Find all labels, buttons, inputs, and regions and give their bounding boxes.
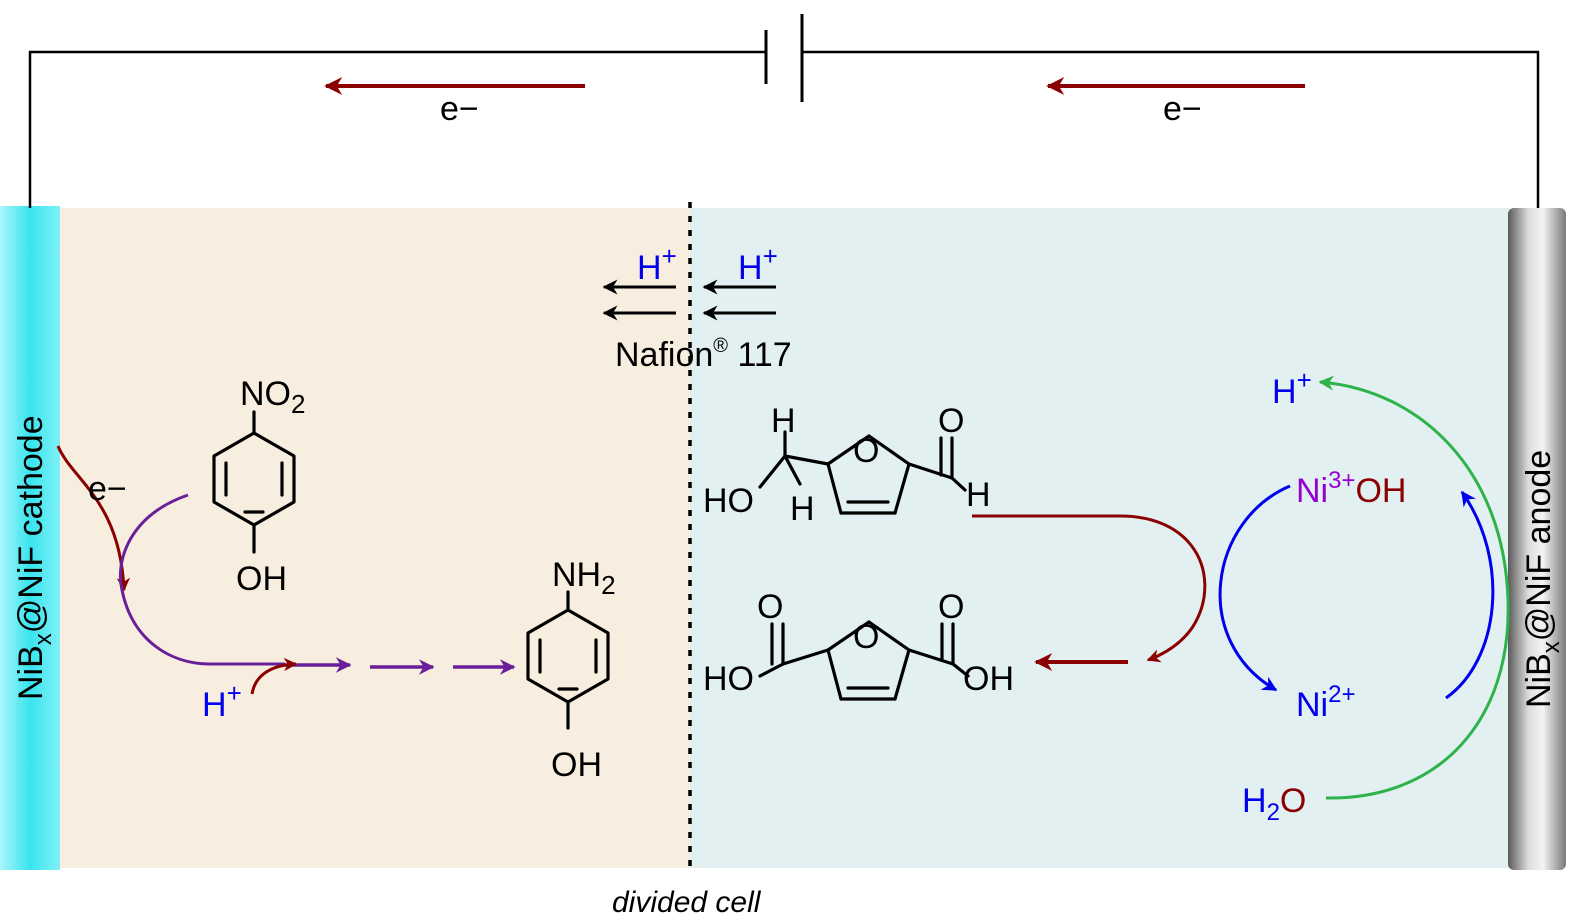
ni3-to-ni2-arrow <box>1218 484 1291 692</box>
reduction-path-arrow <box>118 493 285 666</box>
cathode-electrode <box>0 206 60 870</box>
amino-group-label: NH2 <box>552 556 616 600</box>
proton-label-left: H+ <box>637 241 677 287</box>
fdca-o-right-label: O <box>938 588 964 626</box>
hmf-ring-o-label: O <box>853 432 879 470</box>
hmf-aldehyde-h-label: H <box>966 476 991 514</box>
proton-uptake-arrow <box>250 657 298 695</box>
fdca-ring-o-label: O <box>853 618 879 656</box>
cathode-proton-label: H+ <box>202 678 242 724</box>
hmf-ho-label: HO <box>703 482 754 520</box>
ni3-label: Ni3+OH <box>1296 467 1406 510</box>
nitro-group-label: NO2 <box>240 375 305 419</box>
fdca-molecule: HO O O O OH <box>703 588 1014 701</box>
hmf-molecule: HO H H O O H <box>703 402 991 528</box>
fdca-oh-label: OH <box>963 660 1014 698</box>
electron-label-left: e− <box>440 90 479 128</box>
water-label: H2O <box>1242 782 1306 826</box>
cathode-compartment <box>58 208 690 868</box>
water-to-proton-arrow <box>1318 375 1510 800</box>
nitrophenol-molecule: NO2 OH <box>212 375 305 598</box>
divided-cell-caption: divided cell <box>612 886 762 919</box>
ni2-label: Ni2+ <box>1296 681 1355 724</box>
nitrophenol-oh-label: OH <box>236 560 287 598</box>
hmf-aldehyde-o-label: O <box>938 402 964 440</box>
fdca-o-left-label: O <box>757 588 783 626</box>
cathode-label: NiBx@NiF cathode <box>12 415 57 700</box>
anode-label: NiBx@NiF anode <box>1520 450 1565 708</box>
ni2-to-ni3-arrow <box>1445 490 1495 700</box>
anode-electrode <box>1508 208 1566 870</box>
aminophenol-molecule: NH2 OH <box>526 556 616 784</box>
anode-compartment <box>690 208 1510 868</box>
anode-proton-label: H+ <box>1272 365 1312 411</box>
proton-label-right: H+ <box>738 241 778 287</box>
aminophenol-oh-label: OH <box>551 746 602 784</box>
nafion-label: Nafion® 117 <box>615 335 792 374</box>
external-circuit-wire <box>28 50 1540 208</box>
electron-label-right: e− <box>1163 90 1202 128</box>
hmf-h-top-label: H <box>771 402 796 440</box>
fdca-ho-label: HO <box>703 660 754 698</box>
hmf-oxidation-arrow <box>972 514 1207 663</box>
hmf-h-mid-label: H <box>790 490 815 528</box>
cathode-electron-label: e− <box>88 470 127 508</box>
